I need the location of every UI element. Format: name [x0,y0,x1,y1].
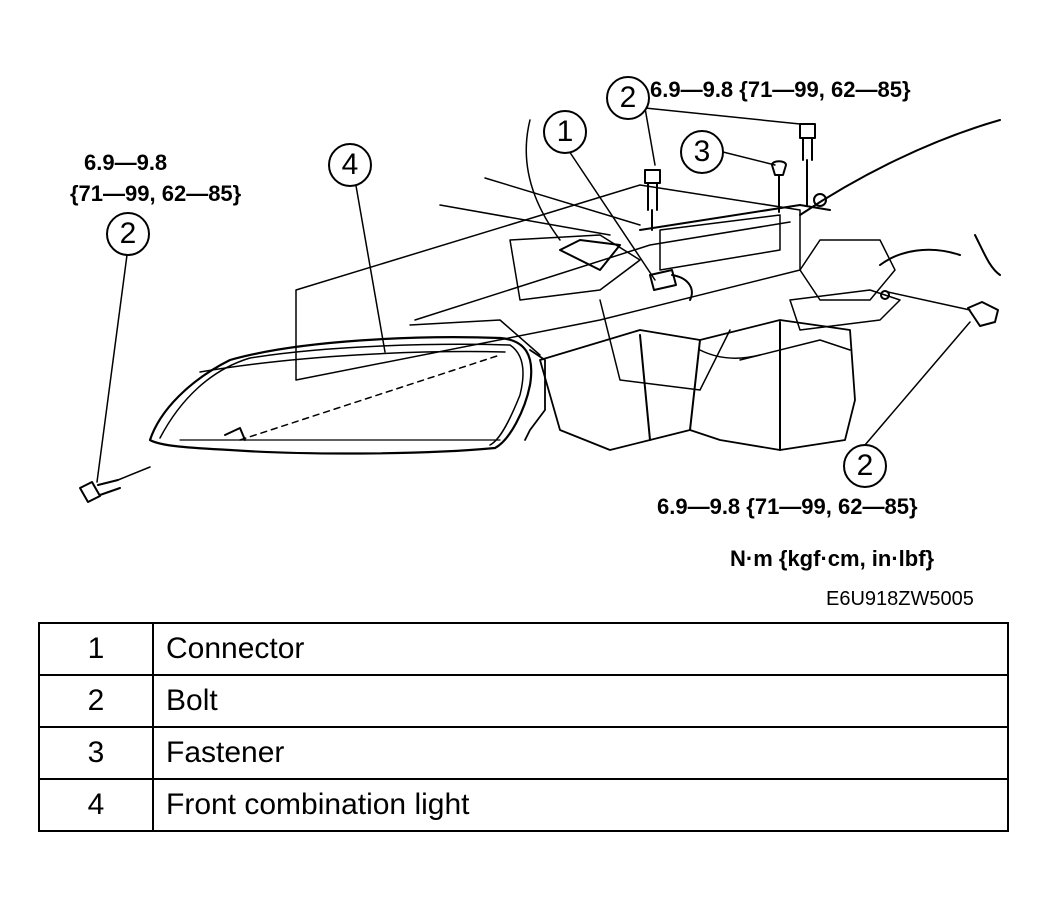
bolt-top-large [799,123,816,206]
table-row: 4 Front combination light [38,778,1009,832]
callout-bolt-top: 2 [606,76,650,120]
part-number: 3 [38,726,154,780]
bolt-left-shape [79,479,121,503]
torque-label-top-right: 6.9—9.8 {71—99, 62—85} [650,77,911,102]
table-row: 3 Fastener [38,726,1009,780]
bolt-right-shape [967,301,999,327]
support-panel [295,184,801,381]
part-number: 4 [38,778,154,832]
part-name: Front combination light [152,778,1009,832]
exploded-view-diagram [79,107,1001,503]
fender-outline [799,119,1001,216]
torque-label-left-line1: 6.9—9.8 [84,150,168,175]
figure-code: E6U918ZW5005 [826,588,974,610]
fastener-shape [771,160,787,213]
part-name: Connector [152,622,1009,676]
table-row: 2 Bolt [38,674,1009,728]
headlight-outline [148,336,533,455]
part-name: Fastener [152,726,1009,780]
callout-light: 4 [328,143,372,187]
bolt-top-small [644,169,661,231]
callout-fastener: 3 [680,130,724,174]
callout-bolt-left: 2 [106,212,150,256]
torque-label-bottom-right: 6.9—9.8 {71—99, 62—85} [657,494,918,519]
connector-shape [649,269,677,291]
callout-bolt-right: 2 [843,444,887,488]
table-row: 1 Connector [38,622,1009,676]
parts-legend-table: 1 Connector 2 Bolt 3 Fastener 4 Front co… [38,622,1009,832]
torque-label-left-line2: {71—99, 62—85} [70,181,242,206]
part-name: Bolt [152,674,1009,728]
part-number: 2 [38,674,154,728]
units-label: N·m {kgf·cm, in·lbf} [730,546,935,571]
callout-connector: 1 [543,110,587,154]
bumper-reinforcement [539,319,856,451]
part-number: 1 [38,622,154,676]
